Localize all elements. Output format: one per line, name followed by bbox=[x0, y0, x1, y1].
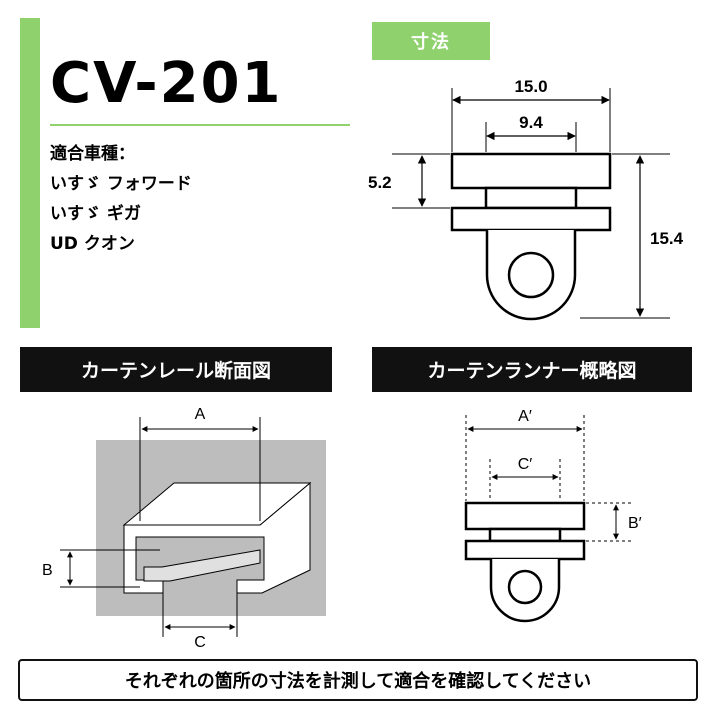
runner-neck bbox=[484, 186, 578, 210]
runner-dimension-drawing: 15.0 9.4 5.2 15.4 bbox=[368, 77, 684, 321]
rail-top-face bbox=[122, 482, 312, 526]
model-underline bbox=[50, 124, 350, 126]
rail-label-c: C bbox=[194, 634, 206, 651]
rail-profile bbox=[123, 481, 311, 594]
rail-label-a: A bbox=[195, 406, 206, 423]
runner-hole bbox=[507, 251, 555, 299]
accent-bar bbox=[20, 18, 40, 328]
rail-cross-section: A B C bbox=[42, 406, 326, 651]
overview-neck bbox=[488, 527, 562, 543]
inner-width-label: 9.4 bbox=[519, 113, 543, 132]
gap-height-label: 5.2 bbox=[368, 173, 392, 192]
outer-width-label: 15.0 bbox=[514, 77, 547, 96]
overview-bottom-plate bbox=[464, 539, 586, 561]
overview-label-c: C′ bbox=[518, 456, 533, 473]
total-height-label: 15.4 bbox=[650, 229, 684, 248]
overview-label-a: A′ bbox=[518, 408, 532, 425]
runner-overview-diagram: A′ C′ B′ bbox=[464, 408, 642, 623]
runner-overview-header: カーテンランナー概略図 bbox=[372, 347, 692, 392]
rail-section-header: カーテンレール断面図 bbox=[20, 347, 332, 392]
overview-label-b: B′ bbox=[628, 515, 642, 532]
compatible-heading: 適合車種： bbox=[50, 144, 135, 164]
dimensions-tag: 寸法 bbox=[372, 22, 490, 60]
overview-hole bbox=[507, 569, 543, 605]
rail-inner-channel bbox=[143, 549, 261, 582]
footer-note: それぞれの箇所の寸法を計測して適合を確認してください bbox=[18, 659, 698, 701]
model-number: CV-201 bbox=[50, 51, 283, 116]
overview-top-plate bbox=[464, 501, 586, 531]
runner-bottom-plate bbox=[450, 206, 612, 232]
vehicle-item: UD クオン bbox=[50, 234, 135, 254]
runner-top-plate bbox=[450, 152, 612, 190]
vehicle-item: いすゞ ギガ bbox=[50, 204, 141, 224]
vehicle-item: いすゞ フォワード bbox=[50, 174, 192, 194]
rail-label-b: B bbox=[42, 562, 53, 579]
